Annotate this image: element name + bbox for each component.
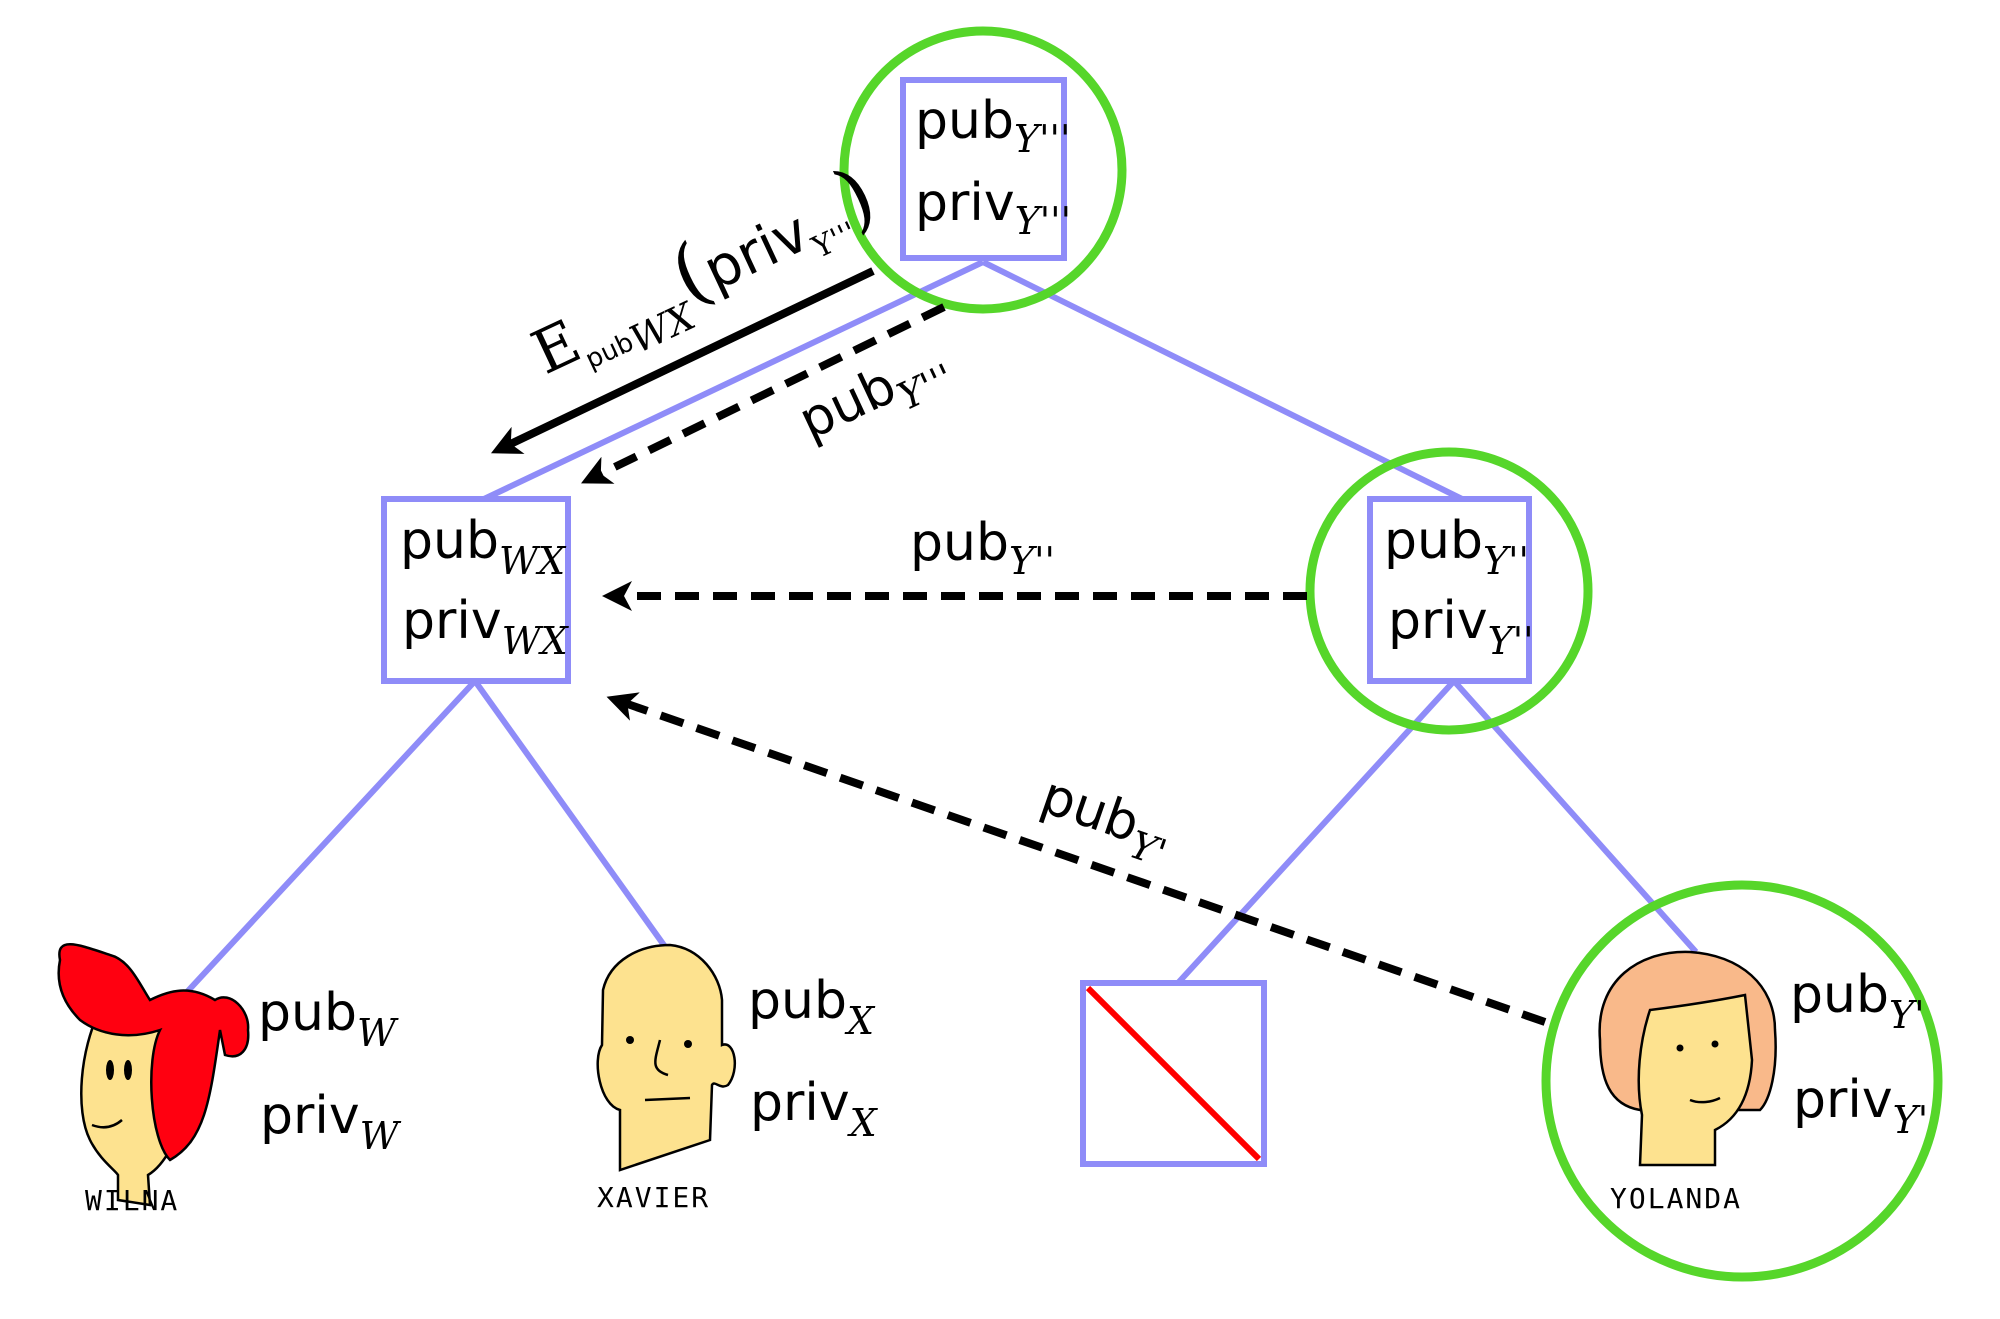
pub-root-arrow (581, 303, 946, 484)
wilna-pub: pubW (258, 983, 399, 1055)
root-pub: pubY''' (915, 91, 1070, 161)
pub-yp-label: pubY' (1031, 766, 1181, 876)
wx-pub: pubWX (400, 511, 567, 583)
svg-text:pubY''': pubY''' (790, 332, 960, 461)
ypp-node: pubY'' privY'' (1305, 447, 1593, 735)
edge-wx-wilna (171, 678, 478, 1009)
highlight-ring (839, 26, 1127, 314)
encrypted-label: EpubWX(privY''') (513, 150, 894, 402)
leaf-name: YOLANDA (1610, 1182, 1742, 1215)
leaf-name: XAVIER (597, 1181, 710, 1214)
leaf-xavier: XAVIER pubX privX (596, 943, 879, 1214)
xavier-priv: privX (750, 1073, 879, 1145)
removed-node (1080, 980, 1267, 1167)
leaf-yolanda: YOLANDA pubY' privY' (1541, 880, 1943, 1282)
svg-text:pubY': pubY' (1031, 766, 1181, 876)
yolanda-avatar (1598, 950, 1777, 1167)
wilna-avatar (57, 943, 250, 1207)
leaf-wilna: WILNA pubW privW (57, 943, 402, 1217)
xavier-avatar (596, 943, 737, 1172)
svg-text:EpubWX(privY'''): EpubWX(privY''') (513, 150, 894, 402)
leaf-name: WILNA (85, 1184, 179, 1217)
xavier-pub: pubX (748, 971, 876, 1043)
wilna-priv: privW (260, 1086, 402, 1158)
pub-ypp-label: pubY'' (910, 513, 1055, 583)
edge-wx-xavier (472, 679, 674, 957)
ypp-pub: pubY'' (1384, 511, 1529, 583)
highlight-ring (1541, 880, 1943, 1282)
removed-slash-icon (1085, 985, 1262, 1162)
highlight-ring (1305, 447, 1593, 735)
ypp-priv: privY'' (1388, 591, 1534, 663)
edge-ypp-removed (1175, 678, 1457, 986)
edge-root-ypp (981, 259, 1464, 502)
yolanda-priv: privY' (1793, 1070, 1928, 1142)
yolanda-pub: pubY' (1790, 965, 1925, 1037)
encrypted-arrow (490, 267, 875, 454)
wx-node: pubWX privWX (381, 496, 571, 684)
edge-root-wx (482, 259, 985, 502)
pub-root-label: pubY''' (790, 332, 960, 461)
root-node: pubY''' privY''' (839, 26, 1127, 314)
root-priv: privY''' (915, 173, 1071, 243)
pub-yp-arrow (606, 692, 1547, 1026)
wx-priv: privWX (402, 591, 570, 663)
